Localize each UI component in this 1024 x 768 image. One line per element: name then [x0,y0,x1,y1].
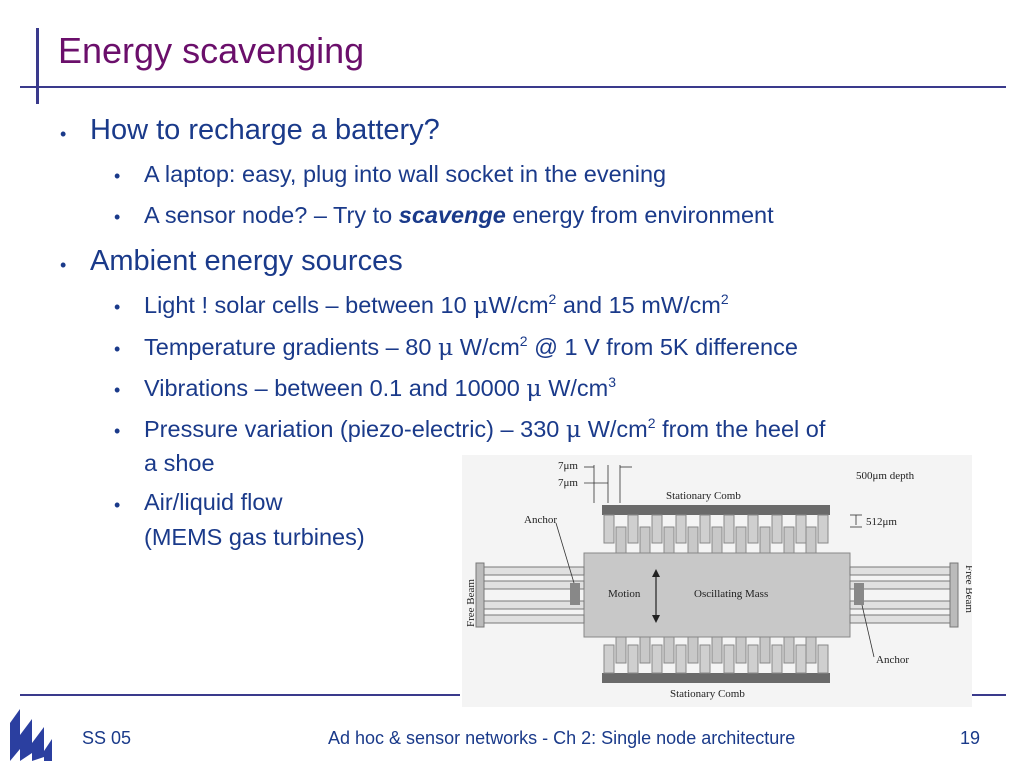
free-beam-left-label: Free Beam [465,579,477,627]
bullet-dot: • [114,166,121,186]
footer-rule-right [972,694,1006,696]
title-vertical-rule [36,28,39,104]
mems-vibration-diagram: 7μm 7μm 500μm depth Stationary Comb Anch… [462,455,975,707]
bullet-dot: • [114,297,121,317]
footer-course: SS 05 [82,728,132,748]
mass-fingers-bottom [615,636,817,664]
sub-bullet-airflow-cont: (MEMS gas turbines) [144,524,365,550]
bullet-dot: • [114,495,121,515]
bullet-dot: • [114,339,121,359]
slide-title: Energy scavenging [58,30,365,71]
anchor-left-label: Anchor [524,514,557,526]
mass-fingers-top [615,526,817,554]
free-beam-left [475,562,585,628]
bullet-dot: • [114,207,121,227]
oscillating-mass [583,552,851,638]
title-horizontal-rule [20,86,1006,88]
bullet-recharge: How to recharge a battery? [90,114,440,146]
sub-bullet-pressure: Pressure variation (piezo-electric) – 33… [144,415,826,443]
motion-label: Motion [608,588,641,600]
bullet-dot: • [60,255,67,275]
university-logo-icon [8,705,54,768]
sub-bullet-sensor-node: A sensor node? – Try to scavenge energy … [144,202,774,228]
dim-label-2: 7μm [558,477,578,489]
bullet-dot: • [114,380,121,400]
footer-title: Ad hoc & sensor networks - Ch 2: Single … [328,728,796,748]
bullet-dot: • [60,124,67,144]
oscillating-mass-label: Oscillating Mass [694,588,768,600]
bullet-ambient: Ambient energy sources [90,245,403,277]
gap-label: 512μm [866,516,897,528]
stationary-comb-bottom-label: Stationary Comb [670,688,745,700]
footer-rule-left [20,694,460,696]
page-number: 19 [960,728,981,748]
stationary-fingers-top [603,514,829,544]
anchor-right-label: Anchor [876,654,909,666]
anchor-right-block [854,583,864,605]
anchor-left-block [570,583,580,605]
stationary-fingers-bottom [603,644,829,674]
sub-bullet-airflow: Air/liquid flow [144,489,283,515]
stationary-comb-top-bar [602,505,830,515]
dim-label-1: 7μm [558,460,578,472]
depth-label: 500μm depth [856,470,915,482]
free-beam-right [849,562,959,628]
sub-bullet-vibrations: Vibrations – between 0.1 and 10000 μ W/c… [144,374,617,402]
stationary-comb-top-label: Stationary Comb [666,490,741,502]
emphasis-scavenge: scavenge [398,202,506,228]
sub-bullet-temperature: Temperature gradients – 80 μ W/cm2 @ 1 V… [144,333,798,361]
free-beam-right-label: Free Beam [963,565,972,613]
sub-bullet-light: Light ! solar cells – between 10 μW/cm2 … [144,291,729,319]
sub-bullet-laptop: A laptop: easy, plug into wall socket in… [144,161,667,187]
sub-bullet-pressure-cont: a shoe [144,450,215,476]
stationary-comb-bottom-bar [602,673,830,683]
bullet-dot: • [114,421,121,441]
